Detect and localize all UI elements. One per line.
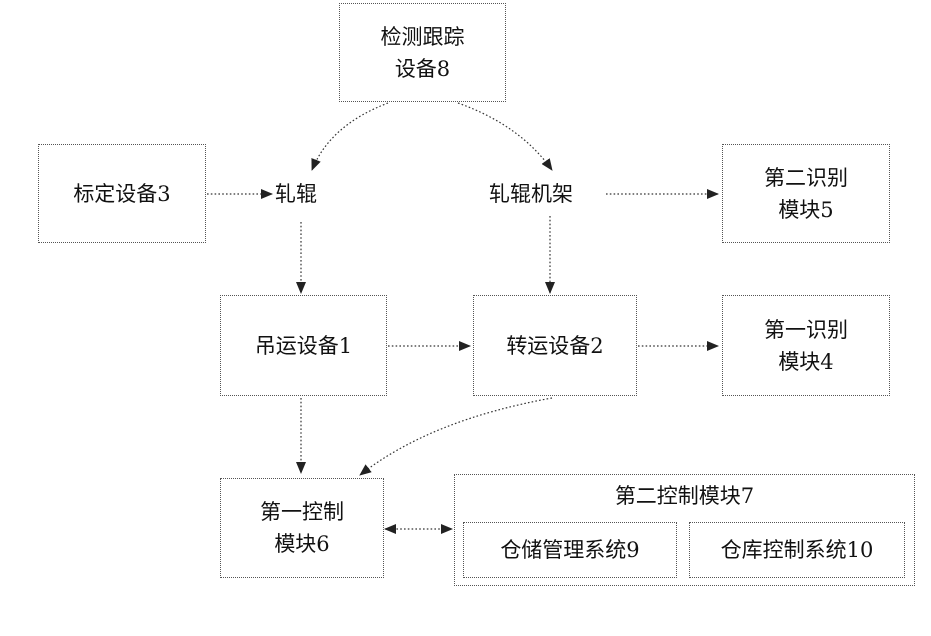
first-control-module-box: 第一控制 模块6 (220, 478, 384, 578)
lifting-device-label: 吊运设备1 (255, 330, 352, 362)
detection-tracking-line2: 设备8 (395, 53, 450, 85)
first-control-line1: 第一控制 (260, 496, 344, 528)
arrow-detection-to-roll (312, 103, 388, 170)
calibration-device-box: 标定设备3 (38, 144, 206, 243)
warehouse-control-system-box: 仓库控制系统10 (689, 522, 905, 578)
arrow-transfer-to-first-control (360, 398, 552, 475)
second-recognition-line1: 第二识别 (764, 162, 848, 194)
detection-tracking-line1: 检测跟踪 (381, 21, 465, 53)
second-control-title: 第二控制模块7 (615, 481, 754, 511)
first-recognition-line2: 模块4 (778, 346, 833, 378)
lifting-device-box: 吊运设备1 (220, 295, 387, 396)
second-recognition-line2: 模块5 (778, 194, 833, 226)
transfer-device-label: 转运设备2 (506, 330, 603, 362)
warehouse-management-system-label: 仓储管理系统9 (500, 534, 639, 566)
second-recognition-module-box: 第二识别 模块5 (722, 144, 890, 243)
first-recognition-line1: 第一识别 (764, 314, 848, 346)
roll-stand-label: 轧辊机架 (489, 180, 573, 208)
warehouse-control-system-label: 仓库控制系统10 (721, 534, 874, 566)
transfer-device-box: 转运设备2 (473, 295, 637, 396)
calibration-device-label: 标定设备3 (73, 178, 170, 210)
roll-label: 轧辊 (275, 180, 317, 208)
arrow-detection-to-roll-stand (458, 103, 552, 170)
first-control-line2: 模块6 (274, 528, 329, 560)
warehouse-management-system-box: 仓储管理系统9 (463, 522, 677, 578)
detection-tracking-device-box: 检测跟踪 设备8 (339, 3, 506, 102)
first-recognition-module-box: 第一识别 模块4 (722, 295, 890, 396)
